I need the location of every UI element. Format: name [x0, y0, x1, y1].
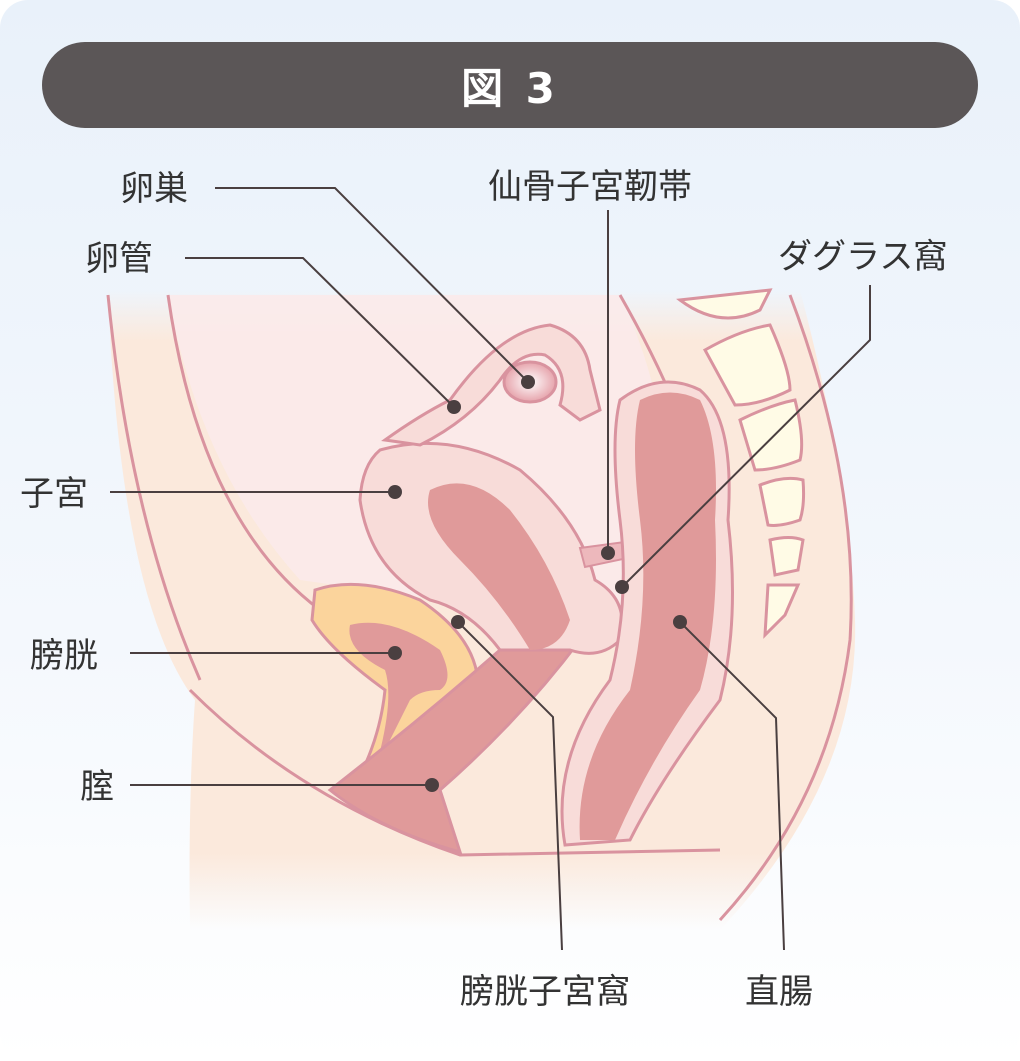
label-ovary: 卵巣	[120, 169, 188, 209]
label-vagina: 腟	[80, 767, 114, 807]
vagina-shape	[327, 638, 584, 855]
label-vesicouterine-pouch: 膀胱子宮窩	[460, 972, 630, 1012]
fallopian-tube-shape	[381, 323, 602, 447]
label-uterus: 子宮	[20, 474, 88, 514]
label-fallopian-tube: 卵管	[85, 239, 153, 279]
label-rectum: 直腸	[745, 972, 813, 1012]
marker-dots	[388, 375, 687, 792]
leader-lines	[110, 187, 871, 951]
label-pouch-of-douglas: ダグラス窩	[778, 237, 947, 277]
sacrum-vertebrae	[676, 288, 806, 639]
label-bladder: 膀胱	[30, 636, 98, 676]
figure-title: 図 3	[42, 42, 978, 128]
label-uterosacral-ligament: 仙骨子宮靭帯	[488, 167, 692, 207]
